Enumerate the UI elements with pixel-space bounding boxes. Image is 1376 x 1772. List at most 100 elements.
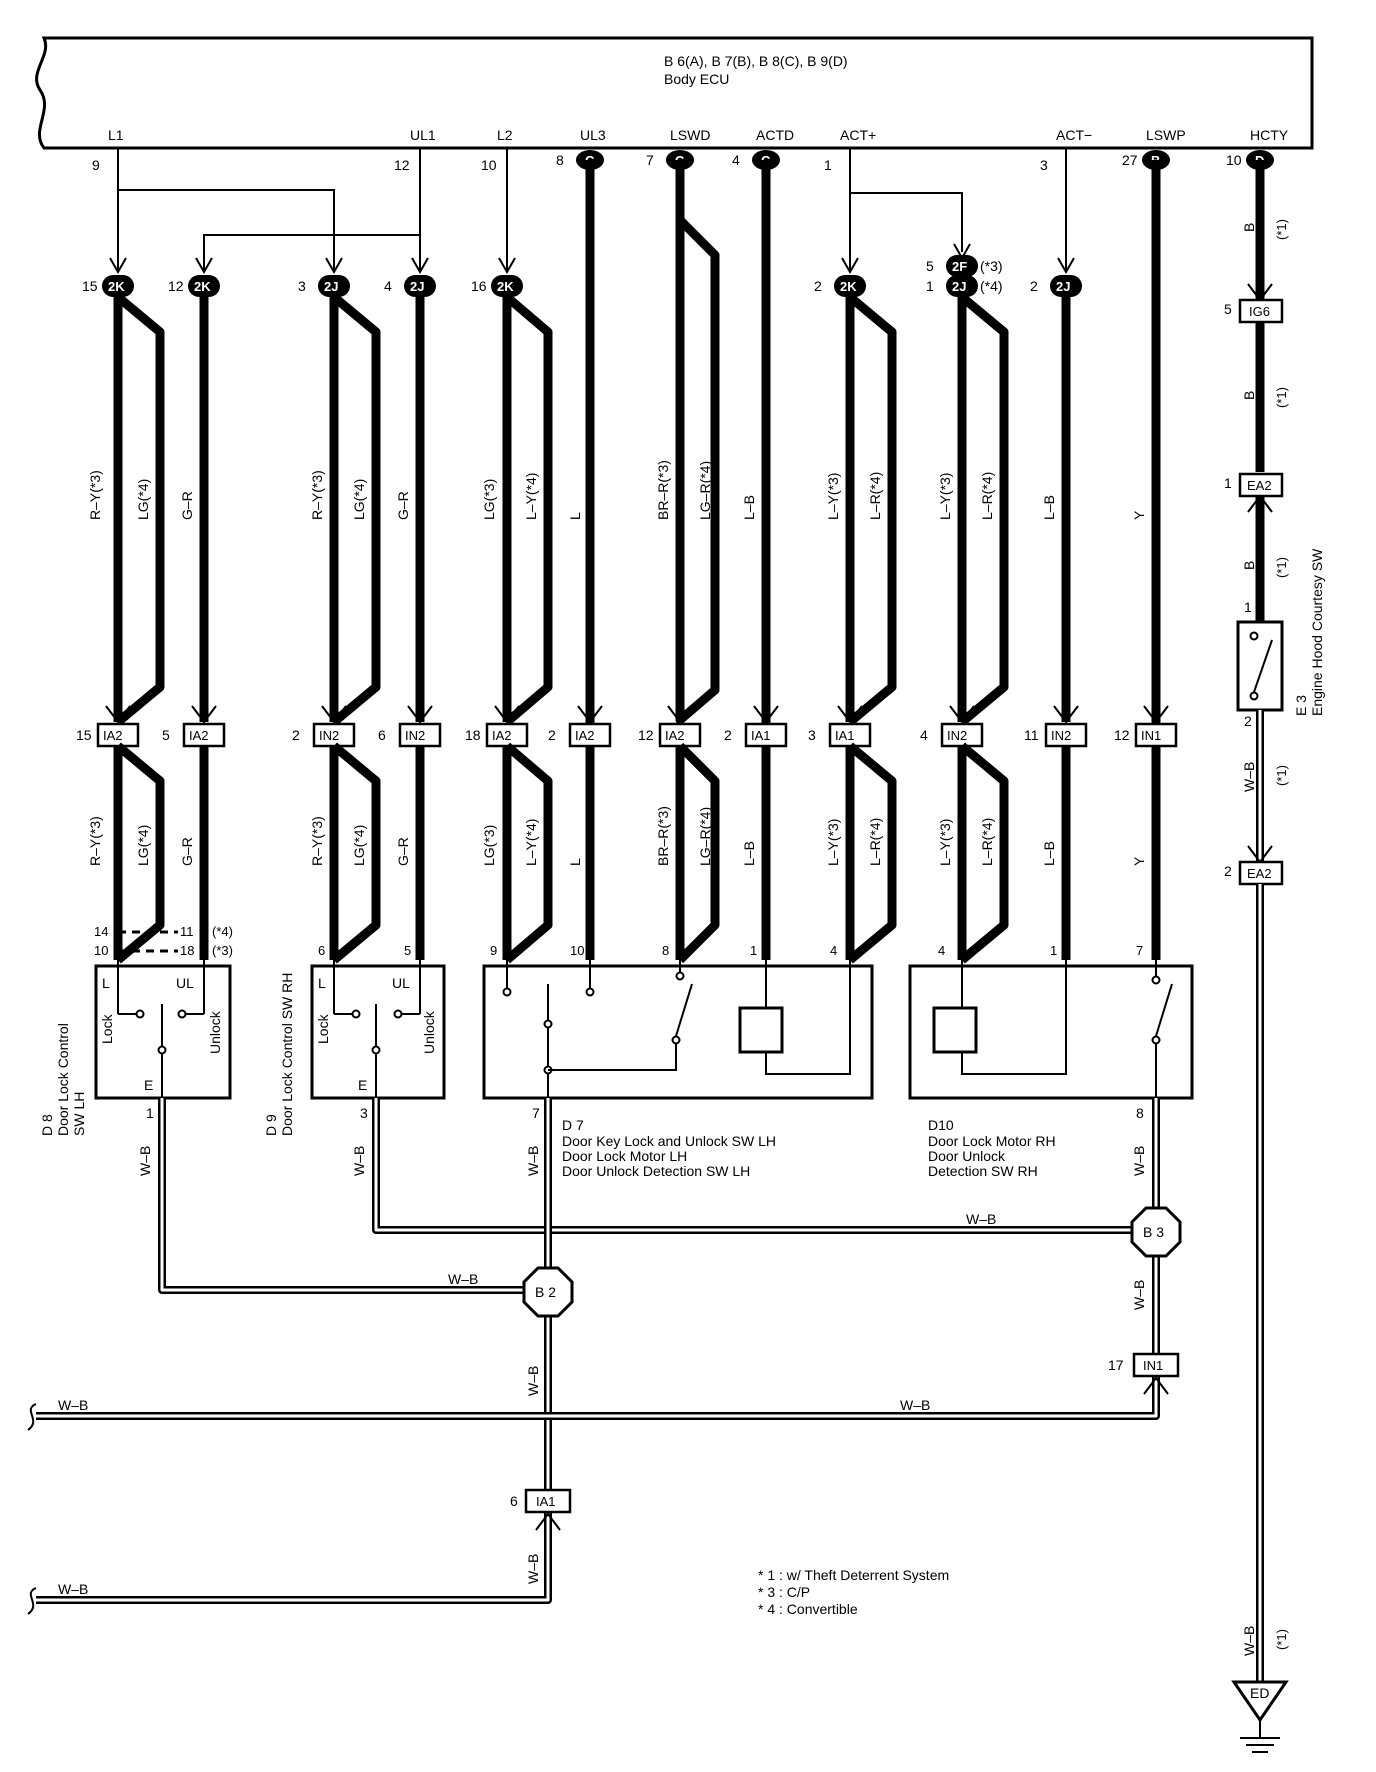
wire-color-label: L–B [1041, 495, 1057, 520]
switch-blade [1253, 639, 1273, 693]
wire-color-wb: W–B [900, 1397, 930, 1413]
ground-wiring: B 2 B 3 17 IN1 6 IA1 W–B W–B W–B W–B W–B… [27, 1098, 1182, 1615]
wire-alt [115, 742, 165, 964]
connector-in1-label: IN1 [1143, 1358, 1163, 1373]
pin-label: 12 [394, 157, 410, 173]
arrow-down-icon [498, 257, 516, 275]
connector-oval-icon [102, 275, 134, 297]
pin-label: 8 [556, 152, 564, 168]
wire-color-b: B [1241, 223, 1257, 232]
ground-triangle-icon [1231, 1680, 1289, 1723]
pin-label: 1 [146, 1105, 154, 1121]
arrow-down-icon [753, 705, 779, 724]
connector-id: 2K [497, 279, 514, 294]
wire-color-label: LG(*3) [481, 825, 497, 866]
component-name: Detection SW RH [928, 1163, 1038, 1179]
arrow-down-icon [195, 257, 213, 275]
wire-color-label: BR–R(*3) [655, 460, 671, 520]
wire-color-wb: W–B [1131, 1280, 1147, 1310]
component-name: Door Unlock [928, 1148, 1006, 1164]
connector-oval-icon [404, 275, 436, 297]
arrow-down-icon [191, 705, 217, 724]
switch-contact [351, 1009, 361, 1019]
note-star1: (*1) [1274, 219, 1289, 240]
note-4: * 4 : Convertible [758, 1601, 858, 1617]
wire-color-wb: W–B [58, 1581, 88, 1597]
wire-color-label: L–R(*4) [979, 818, 995, 866]
wire-color-label: L–R(*4) [867, 472, 883, 520]
note-star1: (*1) [1274, 1629, 1289, 1650]
pin-label: 6 [510, 1493, 518, 1509]
wire-act-plus-branch [850, 192, 963, 252]
arrow-down-icon [494, 705, 520, 724]
component-name: Door Lock Motor RH [928, 1133, 1056, 1149]
ecu-terminal-label: ACT+ [840, 127, 876, 143]
wire-color-label: L–Y(*3) [825, 819, 841, 866]
connector-oval-icon [188, 275, 220, 297]
ground-label: ED [1250, 1685, 1269, 1701]
connector-oval-icon [834, 275, 866, 297]
connector-oval-icon [946, 255, 978, 277]
connector-in1 [1132, 1352, 1180, 1378]
wire-color-label: G–R [395, 837, 411, 866]
wire-color-wb: W–B [58, 1397, 88, 1413]
wire-color-label: L–Y(*3) [937, 473, 953, 520]
pin-label: 18 [180, 943, 194, 958]
component-code: D 7 [562, 1117, 584, 1133]
wire-color-b: B [1241, 391, 1257, 400]
junction-b3-label: B 3 [1143, 1224, 1164, 1240]
connector-ea2-label: EA2 [1247, 866, 1272, 881]
pin-label: 10 [481, 157, 497, 173]
component-name: Door Lock Control [55, 1023, 71, 1136]
arrow-down-icon [841, 257, 859, 275]
footnotes: * 1 : w/ Theft Deterrent System * 3 : C/… [758, 1567, 949, 1617]
connector-id: IA2 [492, 728, 512, 743]
connector-id: IA1 [835, 728, 855, 743]
switch-contact [177, 1009, 187, 1019]
pin-label: 27 [1122, 152, 1138, 168]
arrow-down-icon [577, 705, 603, 724]
pin-label: 4 [830, 943, 837, 958]
wire-color-label: LG(*4) [351, 825, 367, 866]
pin-label: 2 [724, 727, 732, 743]
note-3: * 3 : C/P [758, 1584, 810, 1600]
connector-id: 2K [194, 279, 211, 294]
switch-contact [1151, 975, 1161, 985]
switch-contact [393, 1009, 403, 1019]
wire-color-label: BR–R(*3) [655, 806, 671, 866]
pin-label: 1 [824, 157, 832, 173]
label-unlock: Unlock [207, 1010, 223, 1054]
ecu-thick-wires [585, 160, 1161, 725]
wire-color-label: LG(*4) [135, 479, 151, 520]
wire-color-label: LG–R(*4) [697, 461, 713, 520]
ecu-codes: B 6(A), B 7(B), B 8(C), B 9(D) [664, 53, 848, 69]
pin-label: 18 [465, 727, 481, 743]
wire-alt [847, 293, 897, 726]
arrow-down-icon [411, 257, 429, 275]
pin-label: 7 [532, 1105, 540, 1121]
connector-oval-icon [946, 275, 978, 297]
pin-label: 7 [646, 152, 654, 168]
wire-break-icon [27, 1587, 37, 1615]
wire-color-wb: W–B [1241, 762, 1257, 792]
connector-id: IN1 [1141, 728, 1161, 743]
arrow-down-icon [1143, 705, 1169, 724]
wire-alt [331, 293, 381, 726]
component-code: D 9 [263, 1114, 279, 1136]
component-d7: 9 10 8 1 4 7 D 7 Door Key Lock and Unloc… [482, 943, 874, 1179]
arrow-down-icon [837, 705, 863, 724]
pin-label: 2 [548, 727, 556, 743]
wire-color-label: LG(*3) [481, 479, 497, 520]
wire-color-label: L–Y(*3) [937, 819, 953, 866]
pin-label: 5 [926, 258, 934, 274]
connector-id: IN2 [1051, 728, 1071, 743]
pin-label: 16 [471, 278, 487, 294]
switch-contact [157, 1045, 167, 1055]
note-star3: (*3) [212, 943, 233, 958]
switch-contact [371, 1045, 381, 1055]
note-star1: (*1) [1274, 557, 1289, 578]
wire-alt [504, 293, 553, 726]
ecu-terminal-label: ACT− [1056, 127, 1092, 143]
arrow-down-icon [109, 257, 127, 275]
